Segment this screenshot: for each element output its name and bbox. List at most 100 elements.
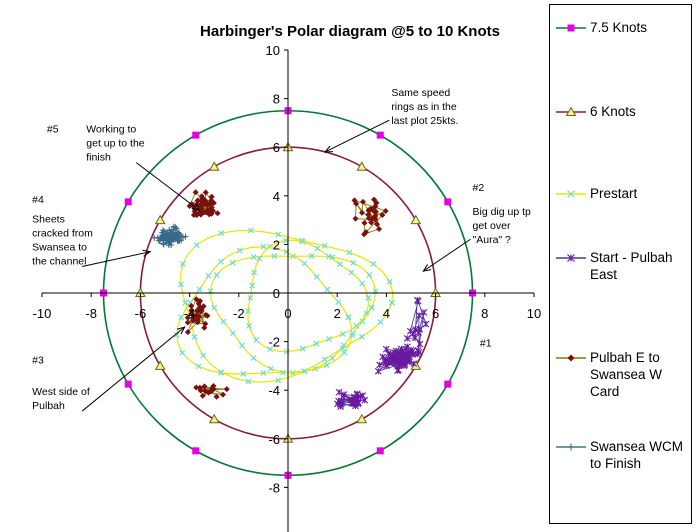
track-marker — [365, 207, 372, 214]
ring-marker — [376, 131, 384, 139]
track-marker — [168, 238, 175, 245]
ring-marker — [192, 131, 200, 139]
prestart-marker — [363, 310, 370, 317]
prestart-marker — [388, 299, 395, 306]
prestart-marker — [313, 340, 320, 347]
prestart-marker — [179, 260, 186, 267]
legend-swatch-marker — [567, 443, 575, 451]
annotation-arrow — [423, 238, 471, 272]
y-tick-label: -4 — [268, 383, 280, 398]
x-tick-label: -10 — [33, 306, 52, 321]
prestart-marker — [267, 365, 274, 372]
x-tick-label: 2 — [334, 306, 341, 321]
legend-label: Start - Pulbah East — [590, 250, 673, 282]
series-3 — [151, 223, 189, 249]
annotation-line: Sheets — [32, 214, 65, 226]
annotation-line: Big dig up tp — [473, 206, 532, 218]
prestart-marker — [280, 369, 286, 376]
prestart-marker — [289, 369, 296, 376]
prestart-marker — [256, 255, 263, 262]
annotation-line: last plot 25kts. — [391, 115, 458, 127]
prestart-marker — [245, 308, 252, 315]
ring-marker — [444, 198, 452, 206]
track-marker — [202, 189, 209, 196]
track-marker — [352, 215, 359, 222]
annotation-text: #5 — [47, 124, 59, 136]
track-marker — [365, 211, 372, 218]
legend-swatch — [556, 190, 586, 198]
track-marker — [371, 196, 378, 203]
prestart-marker — [299, 345, 306, 352]
prestart-marker — [345, 314, 352, 321]
prestart-marker — [275, 231, 282, 238]
x-tick-label: -8 — [85, 306, 97, 321]
prestart-marker — [250, 355, 257, 362]
track-marker — [198, 198, 205, 205]
track-marker — [387, 352, 395, 360]
track-marker — [400, 362, 408, 370]
track-marker — [208, 193, 215, 200]
prestart-marker — [301, 368, 308, 375]
prestart-marker — [247, 294, 254, 301]
track-marker — [190, 317, 197, 324]
prestart-marker — [314, 245, 321, 252]
track-marker — [188, 310, 195, 317]
annotation-arrow — [82, 251, 151, 268]
track-marker — [374, 367, 382, 375]
annotation-arrow — [324, 119, 390, 153]
y-tick-label: 6 — [273, 140, 280, 155]
prestart-marker — [359, 280, 366, 287]
annotation-3: #4 — [32, 194, 44, 206]
track-marker — [168, 226, 175, 233]
prestart-marker — [240, 371, 247, 377]
ring-marker — [154, 360, 166, 370]
ring-marker — [124, 198, 132, 206]
track-marker — [360, 198, 367, 205]
prestart-marker — [368, 304, 375, 311]
prestart-marker — [251, 269, 258, 276]
prestart-marker — [283, 348, 290, 355]
track-marker — [368, 219, 375, 226]
x-tick-label: 8 — [481, 306, 488, 321]
ring-marker — [208, 413, 220, 424]
track-marker — [172, 236, 179, 243]
track-marker — [210, 382, 217, 389]
prestart-marker — [336, 261, 343, 268]
track-marker — [413, 296, 421, 304]
annotation-arrowhead — [142, 249, 152, 257]
prestart-marker — [386, 278, 393, 285]
track-marker — [416, 340, 424, 348]
prestart-marker — [339, 345, 346, 352]
track-marker — [160, 241, 167, 248]
y-tick-label: -6 — [268, 432, 280, 447]
track-line — [405, 299, 427, 351]
prestart-marker — [350, 259, 357, 266]
track-marker — [361, 396, 369, 404]
ring-marker — [154, 214, 166, 225]
x-tick-label: -4 — [184, 306, 196, 321]
legend-label: Swansea WCM to Finish — [590, 439, 684, 471]
prestart-marker — [377, 319, 384, 325]
track-marker — [210, 199, 217, 206]
track-marker — [214, 210, 221, 217]
ring-marker — [376, 447, 384, 455]
track-marker — [414, 329, 422, 336]
annotation-5: #2 — [473, 182, 485, 194]
track-marker — [403, 335, 411, 342]
track-marker — [394, 367, 401, 374]
annotation-line: Same speed — [391, 87, 450, 99]
track-marker — [208, 387, 215, 394]
y-tick-label: 10 — [266, 43, 280, 58]
prestart-marker — [324, 286, 331, 293]
annotation-line: West side of — [32, 386, 90, 398]
prestart-marker — [239, 342, 245, 349]
y-tick-label: -2 — [268, 335, 280, 350]
track-marker — [379, 212, 386, 219]
prestart-marker — [200, 352, 207, 359]
